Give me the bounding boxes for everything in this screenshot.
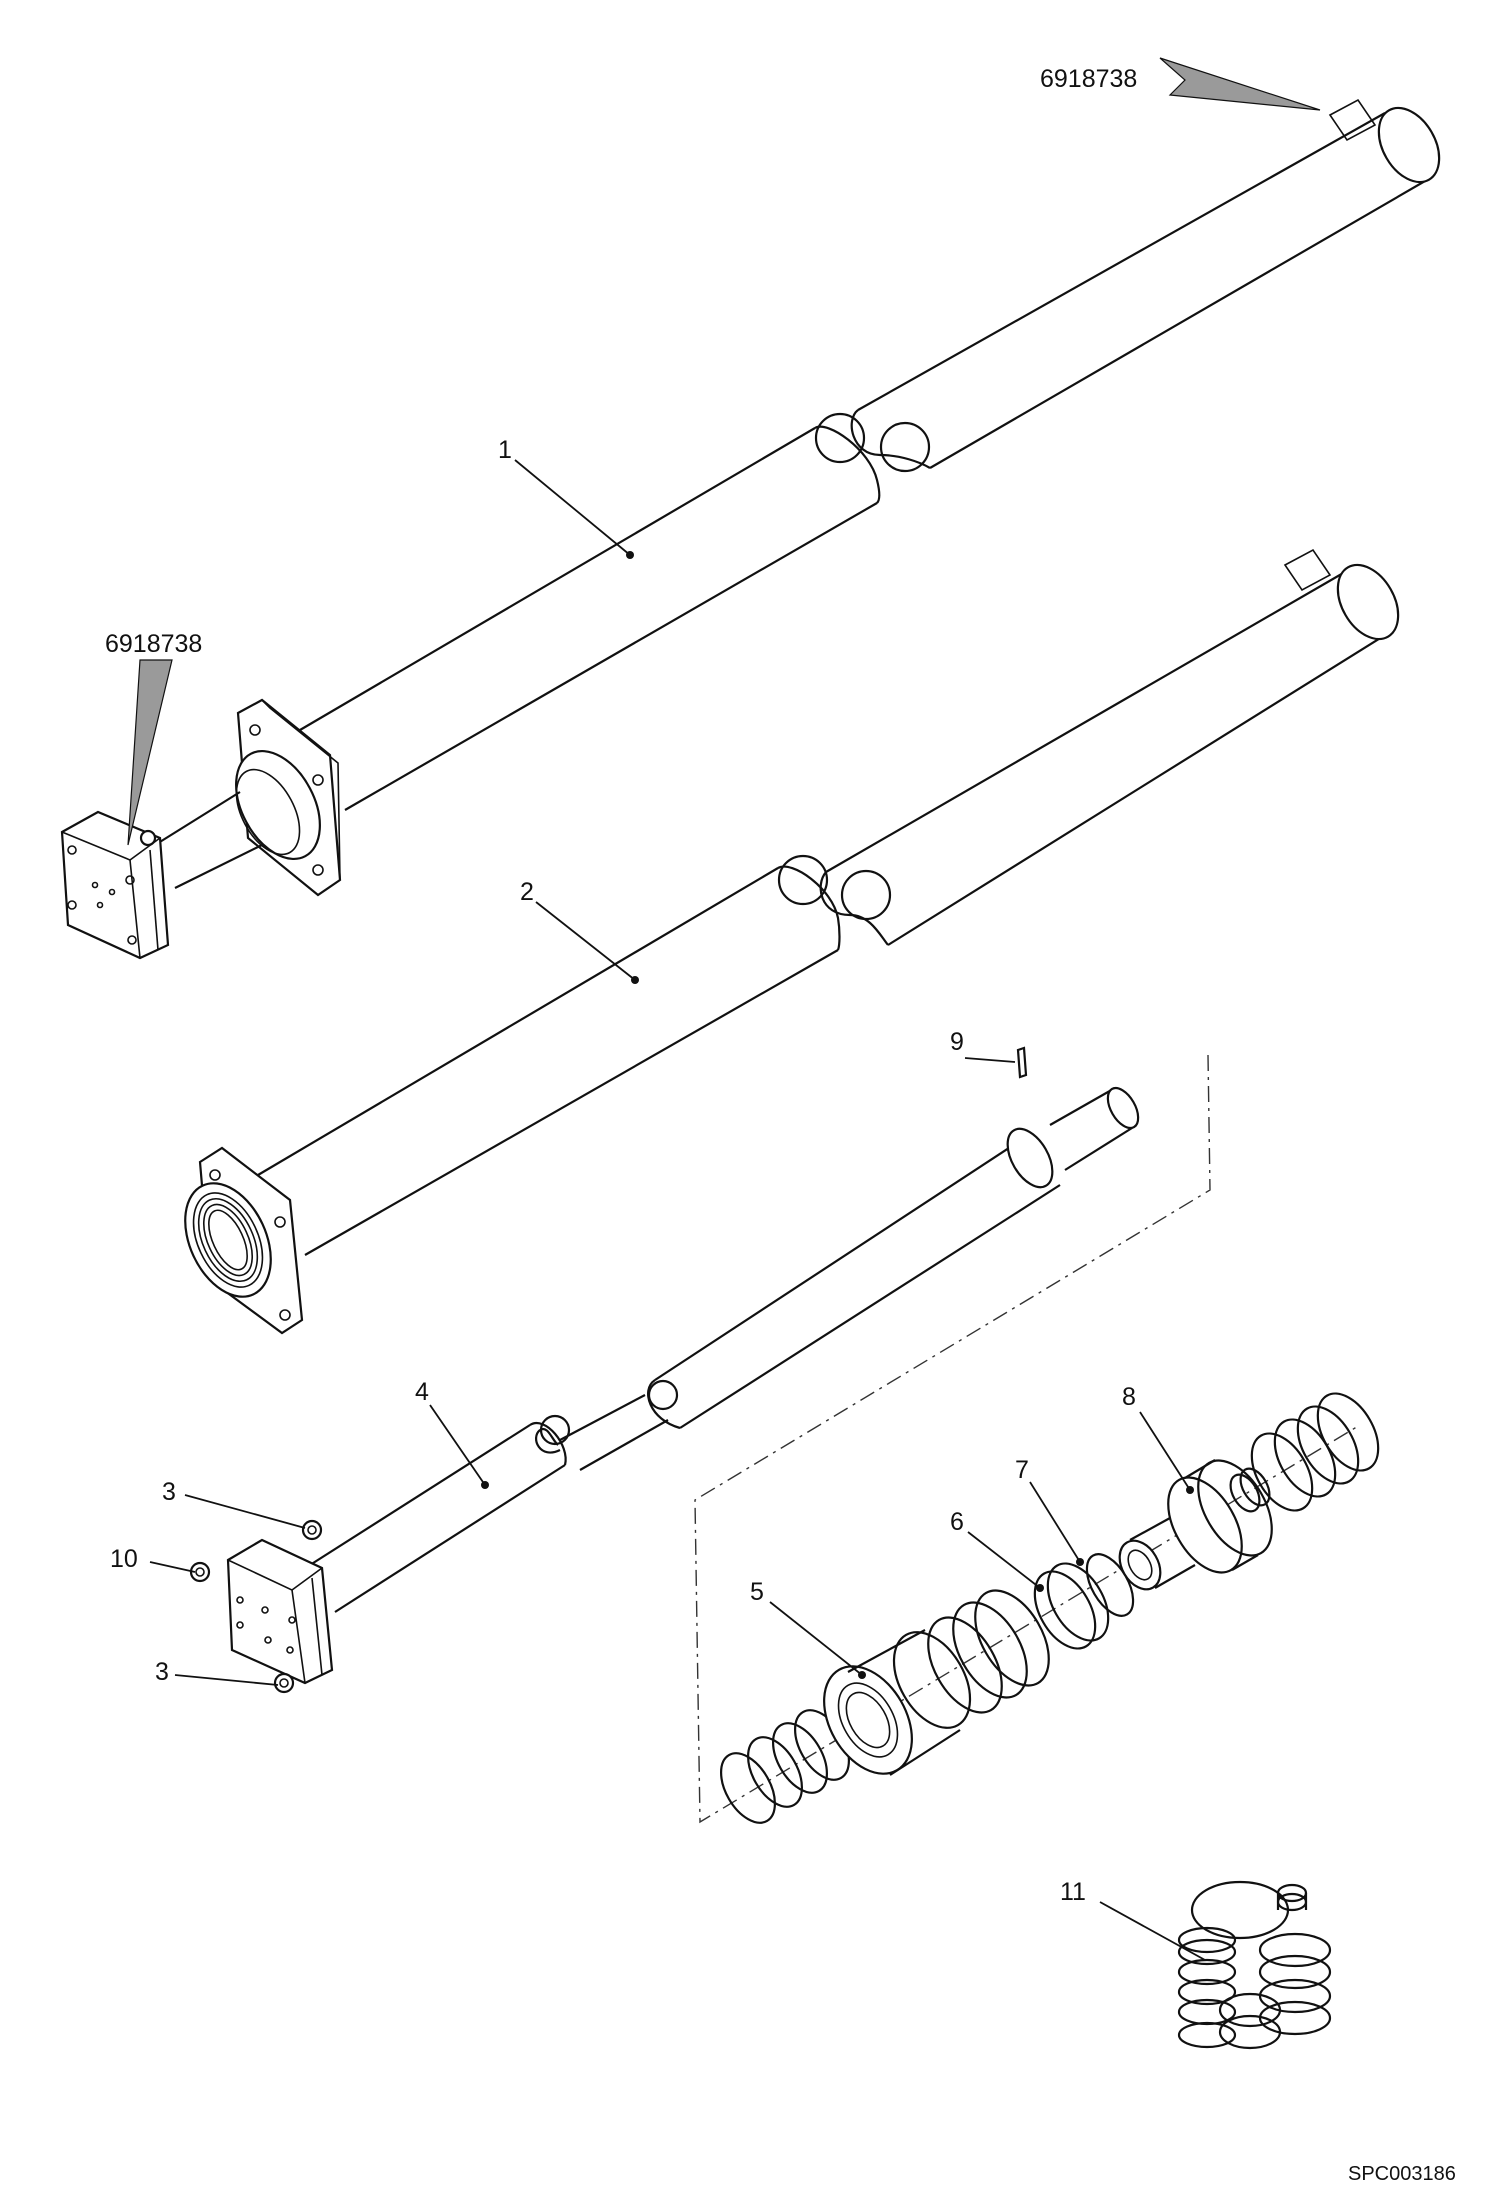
part-ref-3-bottom: 3	[155, 1658, 169, 1686]
cylinder-tube-1	[60, 98, 1441, 960]
cylinder-tube-2	[184, 548, 1400, 1335]
grease-nipple-3b	[273, 1672, 295, 1694]
grease-nipple-10	[189, 1561, 211, 1583]
callout-arrow-top	[1159, 57, 1321, 111]
guide-ring-6	[1033, 1562, 1110, 1650]
leader-lines	[149, 459, 1206, 1961]
cylinder-head-8	[1118, 1459, 1273, 1591]
part-ref-2: 2	[520, 878, 534, 906]
part-number-callout-top: 6918738	[1040, 65, 1137, 93]
part-ref-11: 11	[1060, 1878, 1086, 1906]
callout-arrow-left	[127, 659, 173, 846]
part-ref-7: 7	[1015, 1456, 1029, 1484]
part-ref-3-top: 3	[162, 1478, 176, 1506]
part-ref-5: 5	[750, 1578, 764, 1606]
part-ref-10: 10	[110, 1545, 138, 1573]
part-ref-4: 4	[415, 1378, 429, 1406]
seal-kit-11	[1177, 1880, 1332, 2050]
piston-5	[823, 1629, 972, 1776]
part-ref-1: 1	[498, 436, 512, 464]
part-ref-8: 8	[1122, 1383, 1136, 1411]
seal-set-middle	[927, 1589, 1050, 1714]
explode-boundary-line	[694, 1054, 1361, 1824]
part-ref-9: 9	[950, 1028, 964, 1056]
pin-9	[1016, 1046, 1028, 1079]
part-ref-6: 6	[950, 1508, 964, 1536]
grease-nipple-3a	[301, 1519, 323, 1541]
part-number-callout-left: 6918738	[105, 630, 202, 658]
drawing-code: SPC003186	[1348, 2163, 1456, 2185]
piston-rod-4	[226, 1086, 1140, 1685]
seal-set-right	[1229, 1392, 1380, 1513]
